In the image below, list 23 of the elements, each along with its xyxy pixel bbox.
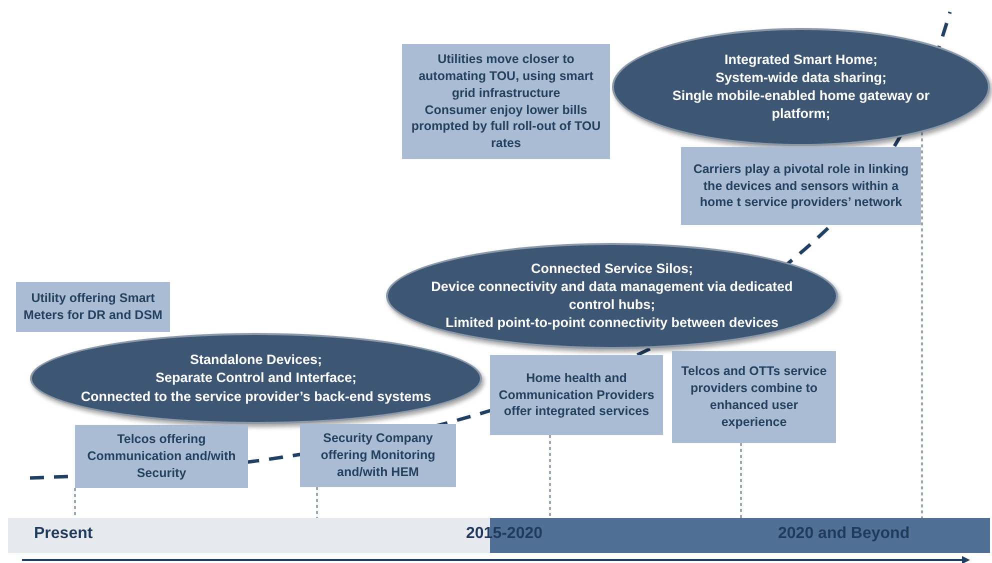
stage-text: Standalone Devices; — [190, 351, 322, 370]
stage-text: Device connectivity and data management via dedicated control hubs; — [430, 278, 794, 314]
stage-text: Separate Control and Interface; — [155, 369, 357, 388]
stage-text: System-wide data sharing; — [715, 68, 887, 87]
timeline-label: 2020 and Beyond — [778, 525, 910, 543]
callout-box: Security Company offering Monitoring and/with HEM — [300, 424, 456, 487]
callout-box: Home health and Communication Providers offer integrated services — [490, 355, 663, 435]
callout-box: Telcos offering Communication and/with Security — [75, 425, 248, 488]
callout-box: Carriers play a pivotal role in linking the devices and sensors within a home t service providers’ network — [681, 147, 921, 225]
stage-text: Limited point-to-point connectivity between devices — [445, 314, 779, 332]
callout-text: Consumer enjoy lower bills prompted by full roll-out of TOU rates — [410, 102, 602, 152]
callout-box: Telcos and OTTs service providers combine to enhanced user experience — [672, 351, 836, 443]
stage-text: Connected to the service provider’s back-end systems — [80, 388, 432, 406]
stage-text: Connected Service Silos; — [530, 260, 694, 278]
callout-box — [402, 44, 610, 159]
connector-line — [316, 486, 318, 518]
timeline-bar — [8, 518, 990, 553]
stage-text: Integrated Smart Home; — [724, 50, 878, 69]
callout-box: Utility offering Smart Meters for DR and DSM — [16, 282, 170, 332]
stage-text: Single mobile-enabled home gateway or platform; — [671, 87, 931, 124]
timeline-label: Present — [34, 525, 93, 543]
connector-line — [740, 442, 742, 518]
callout-text: Utilities move closer to automating TOU, using smart grid infrastructure — [418, 50, 594, 102]
